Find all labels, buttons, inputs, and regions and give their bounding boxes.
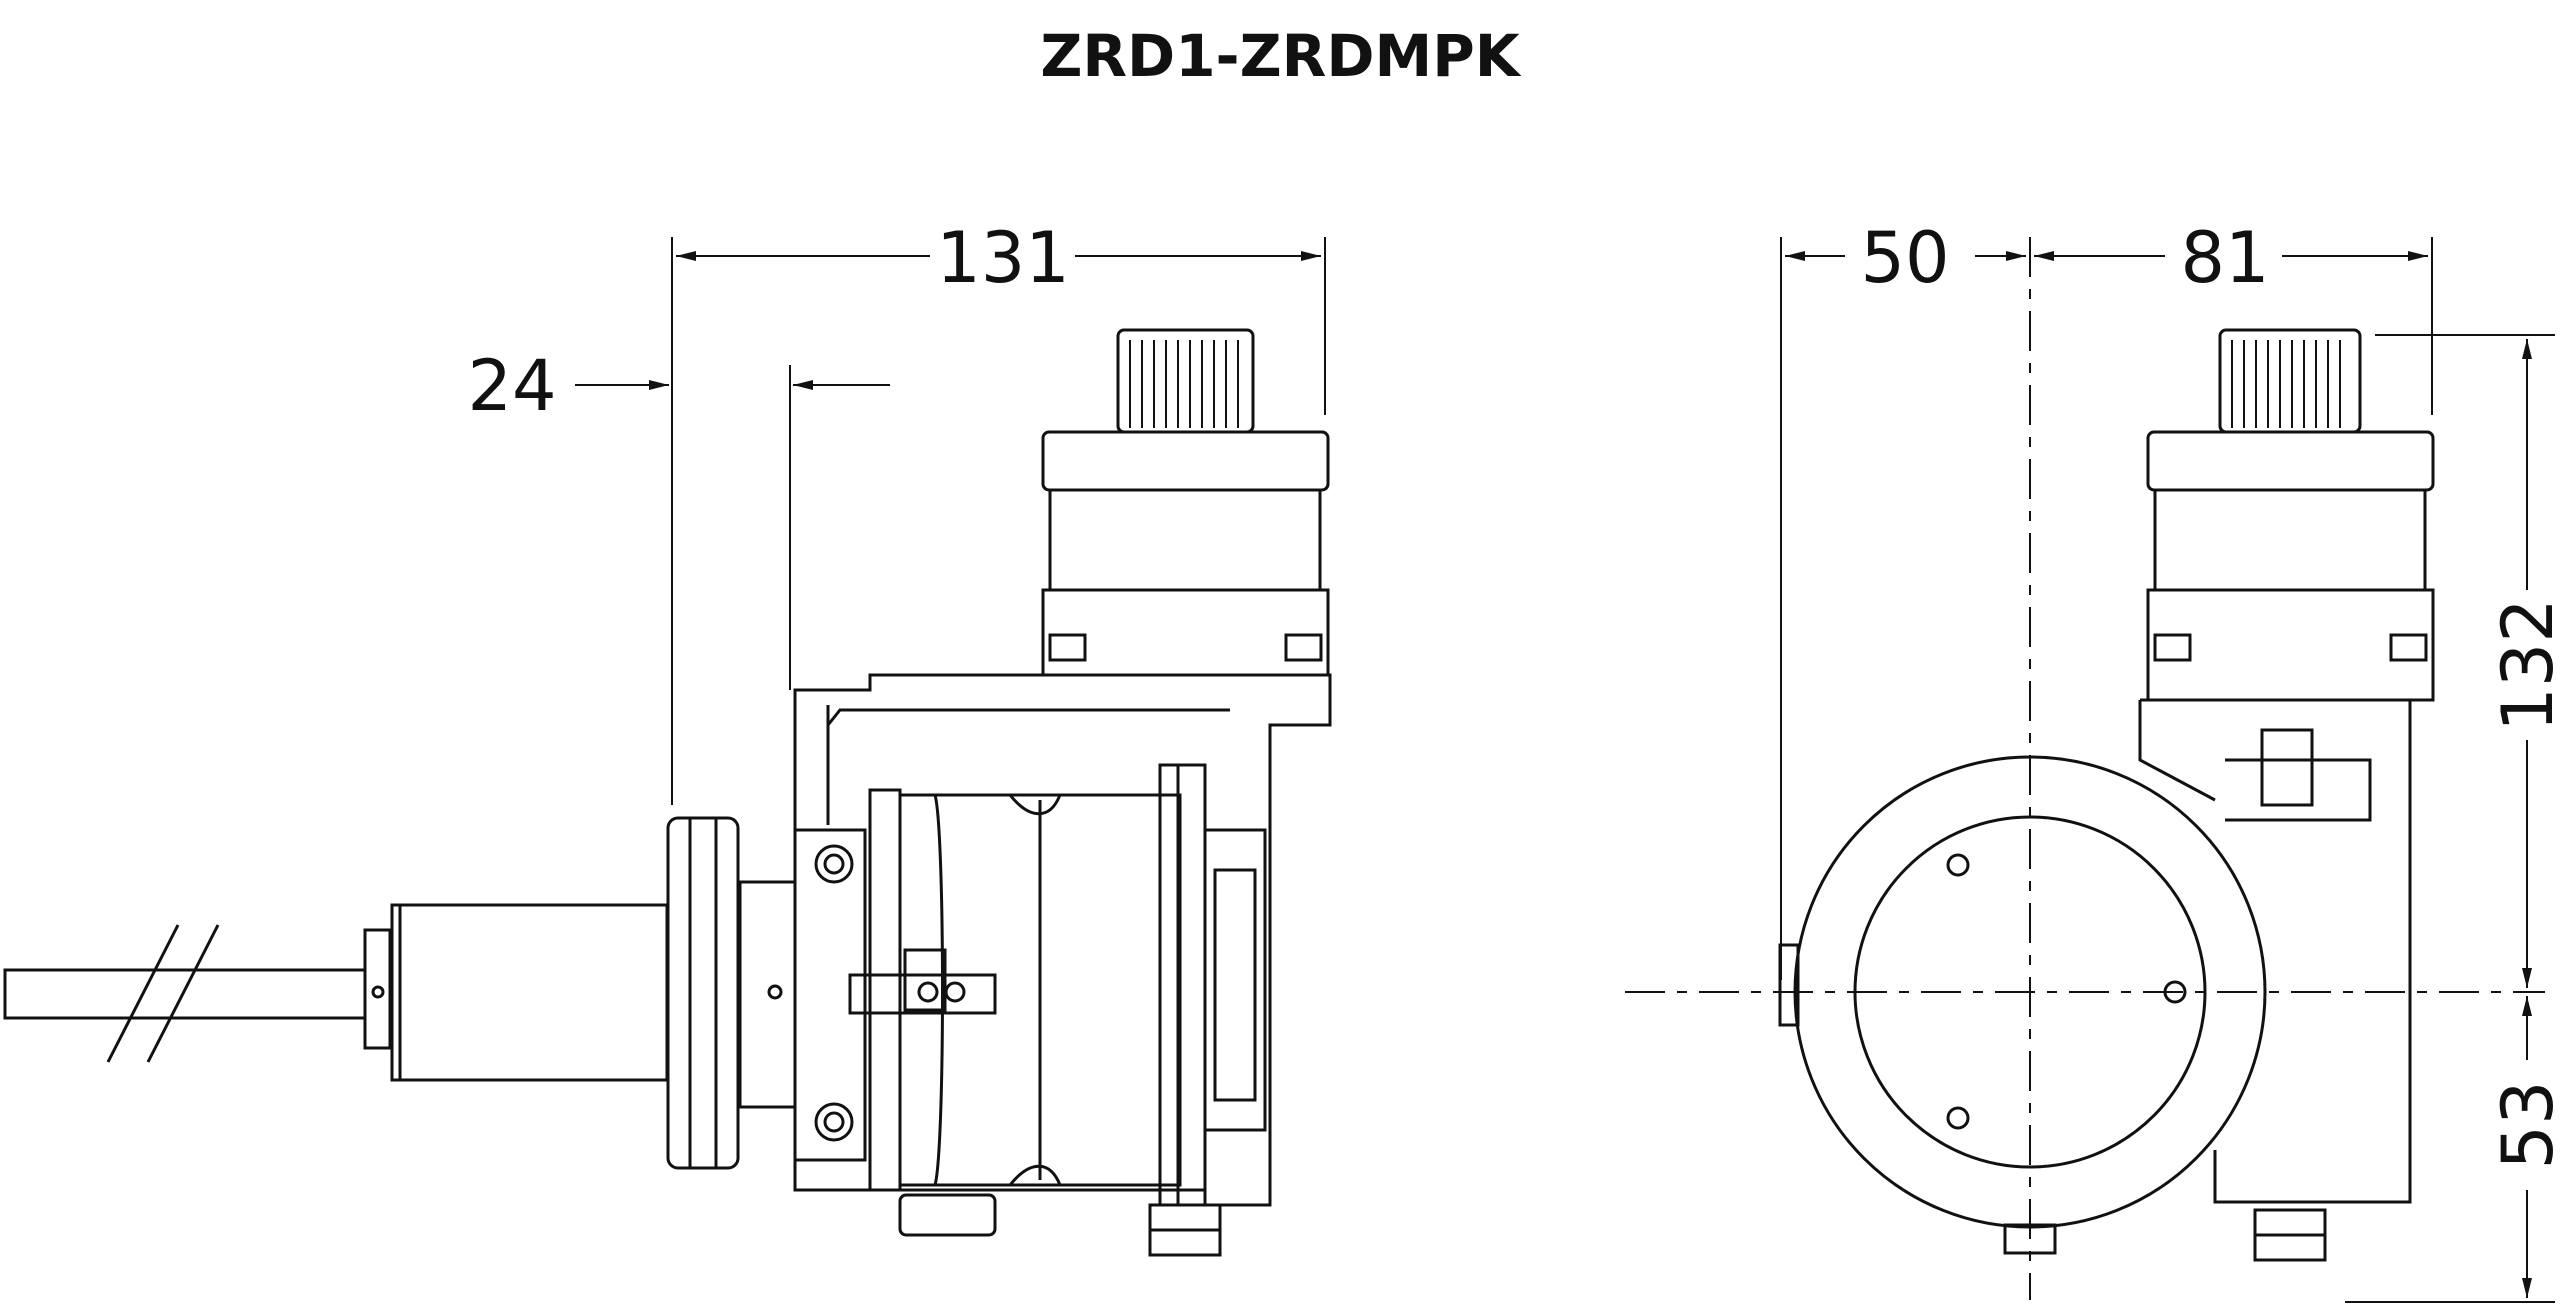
dimension-53-label: 53 <box>2487 1080 2560 1169</box>
dimension-132-label: 132 <box>2487 598 2560 732</box>
dimension-131-label: 131 <box>936 217 1070 299</box>
drawing-title: ZRD1-ZRDMPK <box>1040 22 1520 90</box>
dimension-50-label: 50 <box>1860 217 1949 299</box>
dimension-81-label: 81 <box>2180 217 2269 299</box>
dimension-24-label: 24 <box>467 345 556 427</box>
front-view <box>1625 237 2555 1303</box>
side-view <box>3 237 1332 1257</box>
